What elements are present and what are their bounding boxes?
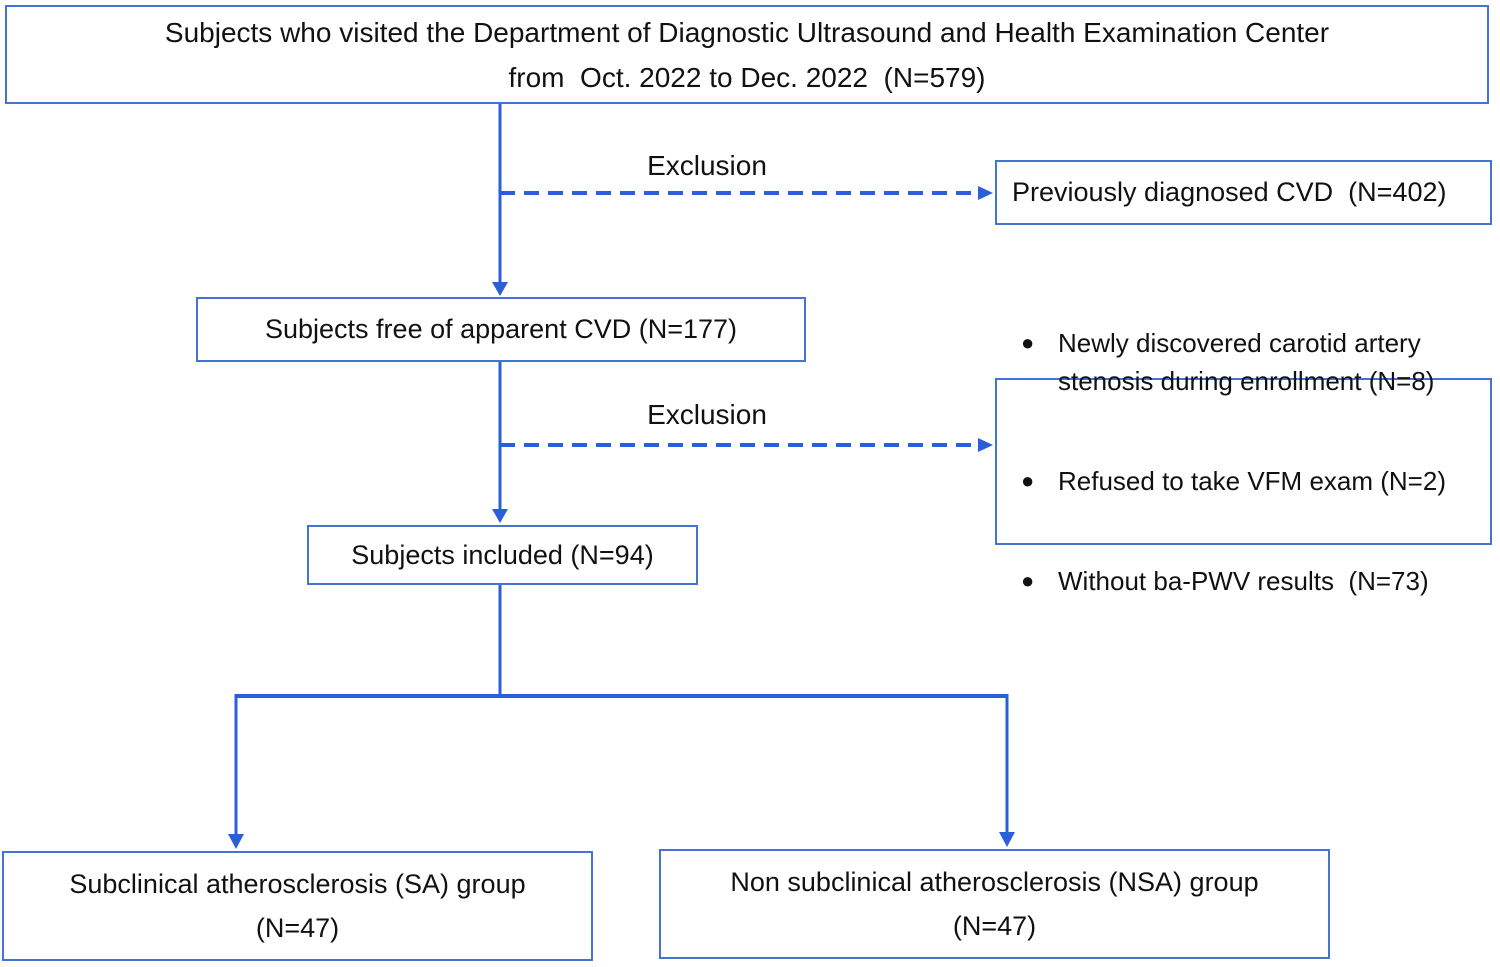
sa-group-count: (N=47) [255,913,340,943]
exclusion-reason-item: ● Without ba-PWV results (N=73) [997,562,1486,600]
bullet-icon: ● [1021,467,1035,493]
box-free-of-apparent-cvd: Subjects free of apparent CVD (N=177) [196,297,806,362]
box-subjects-included: Subjects included (N=94) [307,525,698,585]
exclusion-label-1: Exclusion [647,150,767,181]
exclusion-arrow-2 [500,438,993,452]
box-exclusion-reasons: ● Newly discovered carotid artery stenos… [995,328,1492,596]
branch-connector [228,585,1015,849]
exclusion-label-2: Exclusion [647,399,767,430]
source-line-1: Subjects who visited the Department of D… [164,16,1330,48]
exclusion-reason-item: ● Refused to take VFM exam (N=2) [997,462,1486,500]
box-source-population: Subjects who visited the Department of D… [5,5,1489,104]
nsa-group-count: (N=47) [952,911,1037,941]
bullet-icon: ● [1021,567,1035,593]
exclusion-arrow-1 [500,186,993,200]
exclusion-reason-item: ● Newly discovered carotid artery stenos… [997,324,1486,400]
arrow-free-cvd-to-included [492,362,508,523]
box-nsa-group: Non subclinical atherosclerosis (NSA) gr… [659,849,1330,959]
exclusion-reasons-list: ● Newly discovered carotid artery stenos… [997,262,1486,662]
exclusion-reason-text: Newly discovered carotid artery stenosis… [1058,327,1435,396]
sa-group-line-1: Subclinical atherosclerosis (SA) group [69,869,526,899]
exclusion-reason-text: Refused to take VFM exam (N=2) [1058,465,1446,496]
source-line-2: from Oct. 2022 to Dec. 2022 (N=579) [508,61,986,93]
arrow-source-to-free-cvd [492,104,508,296]
bullet-icon: ● [1021,329,1035,355]
box-sa-group: Subclinical atherosclerosis (SA) group (… [2,851,593,961]
box-excluded-previously-diagnosed-cvd: Previously diagnosed CVD (N=402) [995,160,1492,225]
nsa-group-line-1: Non subclinical atherosclerosis (NSA) gr… [730,867,1259,897]
exclusion-reason-text: Without ba-PWV results (N=73) [1058,565,1429,596]
